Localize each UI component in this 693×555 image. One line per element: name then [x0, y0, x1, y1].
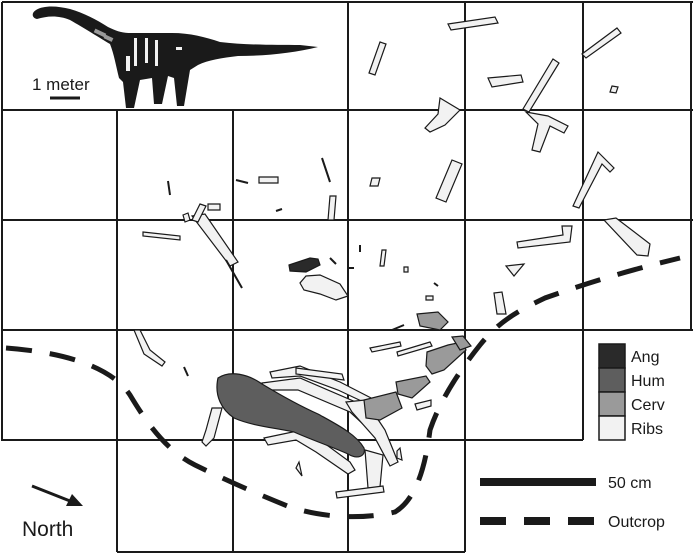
humerus-bone: [216, 373, 365, 458]
bone-key: Ang Hum Cerv Ribs: [598, 343, 665, 441]
key-label-hum: Hum: [631, 373, 665, 390]
key-label-ribs: Ribs: [631, 421, 663, 438]
line-key-label-solid: 50 cm: [608, 475, 652, 492]
north-label: North: [22, 518, 73, 541]
arrow-icon: [31, 484, 71, 503]
angular-bones: [288, 257, 321, 273]
line-key-label-dashed: Outcrop: [608, 514, 665, 531]
north-arrow: North: [22, 484, 83, 541]
rib-bones: [133, 16, 651, 499]
key-label-ang: Ang: [631, 349, 659, 366]
key-label-cerv: Cerv: [631, 397, 665, 414]
scale-bar: 1 meter: [32, 75, 90, 100]
arrow-head-icon: [66, 494, 83, 506]
line-key: 50 cm Outcrop: [480, 475, 665, 531]
sauropod-silhouette: [32, 6, 319, 108]
scale-bar-label: 1 meter: [32, 75, 90, 94]
outcrop-boundary: [5, 255, 681, 520]
key-swatch-cerv: [598, 391, 626, 417]
key-swatch-hum: [598, 367, 626, 393]
key-swatch-ribs: [598, 415, 626, 441]
key-swatch-ang: [598, 343, 626, 369]
cervical-bones: [363, 311, 472, 421]
